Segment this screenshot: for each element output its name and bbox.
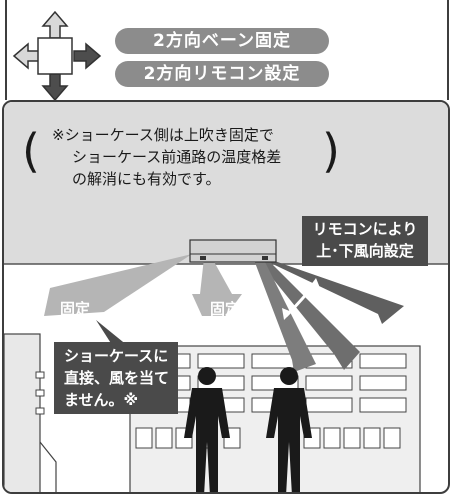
vane-fixed-badge: 2方向ベーン固定 — [115, 28, 329, 54]
four-way-arrow-icon — [12, 10, 102, 102]
airflow-upper — [260, 258, 404, 324]
person-left — [184, 367, 230, 492]
remote-callout: リモコンにより 上･下風向設定 — [302, 216, 428, 266]
person-right — [266, 367, 312, 492]
fixed-label-center: 固定 — [210, 300, 241, 318]
note-line-3: の解消にも有効です。 — [72, 170, 221, 188]
room-scene — [4, 102, 448, 492]
airflow-middle — [256, 258, 360, 370]
fixed-airflow-center — [192, 258, 242, 316]
remote-setting-badge: 2方向リモコン設定 — [115, 61, 329, 87]
indoor-unit — [189, 239, 277, 263]
showcase-note: ※ショーケース側は上吹き固定で ショーケース前通路の温度格差 の解消にも有効です… — [52, 124, 322, 190]
note-paren-open: ( — [22, 124, 40, 178]
remote-callout-line-1: リモコンにより — [312, 220, 418, 238]
direct-callout-line-2: 直接、風を当て — [64, 369, 170, 387]
fixed-label-left: 固定 — [60, 300, 91, 318]
fixed-airflow-left — [44, 254, 192, 316]
note-line-1: ※ショーケース側は上吹き固定で — [52, 126, 274, 144]
note-paren-close: ) — [322, 124, 340, 178]
room-panel — [2, 100, 450, 494]
direct-callout: ショーケースに 直接、風を当て ません。※ — [54, 342, 178, 414]
left-showcase — [4, 333, 57, 492]
direct-callout-line-1: ショーケースに — [64, 347, 169, 365]
direct-callout-line-3: ません。※ — [64, 391, 139, 409]
note-line-2: ショーケース前通路の温度格差 — [72, 148, 282, 166]
remote-callout-line-2: 上･下風向設定 — [316, 242, 414, 260]
